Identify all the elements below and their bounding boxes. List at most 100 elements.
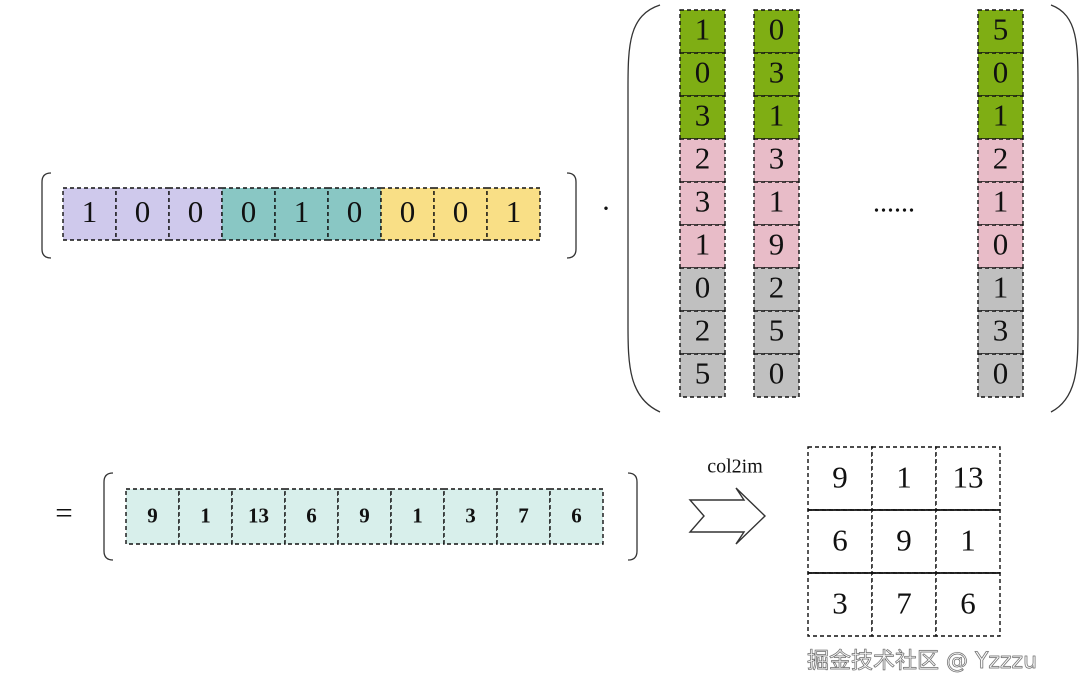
output-grid-value: 7	[896, 586, 912, 621]
matrix-value: 0	[769, 356, 785, 391]
watermark: 掘金技术社区 @ Yzzzu	[807, 649, 1038, 675]
result-vector-value: 9	[147, 503, 158, 527]
matrix-cell	[977, 224, 1024, 269]
row-vector-brackets	[41, 172, 577, 259]
matrix-cell	[753, 224, 800, 269]
matrix-cell	[977, 52, 1024, 97]
matrix-value: 1	[769, 98, 785, 133]
result-right-bracket	[627, 472, 638, 561]
matrix-value: 5	[695, 356, 711, 391]
matrix-cell	[753, 52, 800, 97]
row-vector-value: 0	[400, 194, 416, 229]
matrix-value: 0	[993, 356, 1009, 391]
matrix-value: 3	[695, 98, 711, 133]
result-vector-value: 1	[412, 503, 423, 527]
matrix-value: 3	[993, 313, 1009, 348]
right-bracket	[566, 172, 577, 259]
matrix-value: 3	[769, 55, 785, 90]
matrix-cell	[679, 9, 726, 54]
output-grid-value: 6	[832, 523, 848, 558]
matrix-cell	[977, 181, 1024, 226]
matrix-value: 3	[695, 184, 711, 219]
matrix-value: 2	[695, 141, 711, 176]
row-vector-cell	[380, 187, 435, 241]
dot-operator: ·	[601, 192, 611, 225]
matrix-cell	[679, 310, 726, 355]
row-vector-cell	[433, 187, 488, 241]
matrix-value: 0	[769, 12, 785, 47]
matrix-cell	[977, 9, 1024, 54]
matrix-cell	[679, 181, 726, 226]
matrix-cell	[753, 95, 800, 140]
matrix-cell	[679, 353, 726, 398]
result-vector-brackets	[103, 472, 638, 561]
matrix-cell	[679, 52, 726, 97]
matrix-value: 1	[695, 227, 711, 262]
matrix-cell	[753, 267, 800, 312]
matrix-cell	[679, 224, 726, 269]
matrix-cell	[679, 95, 726, 140]
matrix-value: 1	[993, 98, 1009, 133]
matrix-value: 1	[993, 270, 1009, 305]
result-vector-cell	[284, 488, 339, 545]
matrix-value: 0	[695, 55, 711, 90]
col2im-label: col2im	[707, 456, 763, 478]
result-vector-value: 1	[200, 503, 211, 527]
matrix-cell	[753, 310, 800, 355]
matrix-cell	[753, 181, 800, 226]
left-bracket	[41, 172, 52, 259]
result-vector-value: 13	[248, 503, 269, 527]
result-vector-value: 3	[465, 503, 476, 527]
result-vector-cell	[549, 488, 604, 545]
result-vector-cell	[496, 488, 551, 545]
matrix-cell	[977, 267, 1024, 312]
row-vector-cell	[327, 187, 382, 241]
result-left-bracket	[103, 472, 114, 561]
matrix-cell	[753, 9, 800, 54]
matrix-value: 1	[695, 12, 711, 47]
result-vector-value: 9	[359, 503, 370, 527]
row-vector-value: 0	[241, 194, 257, 229]
row-vector-value: 0	[453, 194, 469, 229]
output-grid-cell	[871, 446, 937, 511]
matrix-brackets	[627, 4, 1079, 413]
matrix-value: 1	[769, 184, 785, 219]
matrix-ellipsis: ......	[873, 187, 915, 218]
output-grid-cell	[935, 446, 1001, 511]
matrix-value: 5	[769, 313, 785, 348]
matrix-cell	[753, 138, 800, 183]
output-grid-cell	[935, 509, 1001, 574]
row-vector-value: 1	[506, 194, 522, 229]
result-vector-cell	[443, 488, 498, 545]
output-grid-value: 1	[960, 523, 976, 558]
matrix-value: 0	[993, 55, 1009, 90]
output-grid-value: 13	[953, 460, 984, 495]
result-vector-value: 6	[306, 503, 317, 527]
output-grid-value: 6	[960, 586, 976, 621]
row-vector-value: 0	[188, 194, 204, 229]
matrix-cell	[977, 310, 1024, 355]
output-grid-value: 1	[896, 460, 912, 495]
row-vector-value: 0	[347, 194, 363, 229]
output-grid-value: 3	[832, 586, 848, 621]
matrix-value: 2	[695, 313, 711, 348]
result-vector-cell	[337, 488, 392, 545]
right-arrow-icon	[688, 487, 767, 545]
result-vector-value: 6	[571, 503, 582, 527]
matrix-cell	[977, 138, 1024, 183]
output-grid-cell	[807, 446, 873, 511]
result-vector-cell	[125, 488, 180, 545]
matrix-cell	[679, 138, 726, 183]
output-grid-value: 9	[832, 460, 848, 495]
row-vector-value: 1	[294, 194, 310, 229]
row-vector-cell	[486, 187, 541, 241]
matrix-value: 2	[769, 270, 785, 305]
matrix-value: 1	[993, 184, 1009, 219]
matrix-left-bracket	[627, 4, 661, 413]
matrix-value: 9	[769, 227, 785, 262]
matrix-value: 2	[993, 141, 1009, 176]
